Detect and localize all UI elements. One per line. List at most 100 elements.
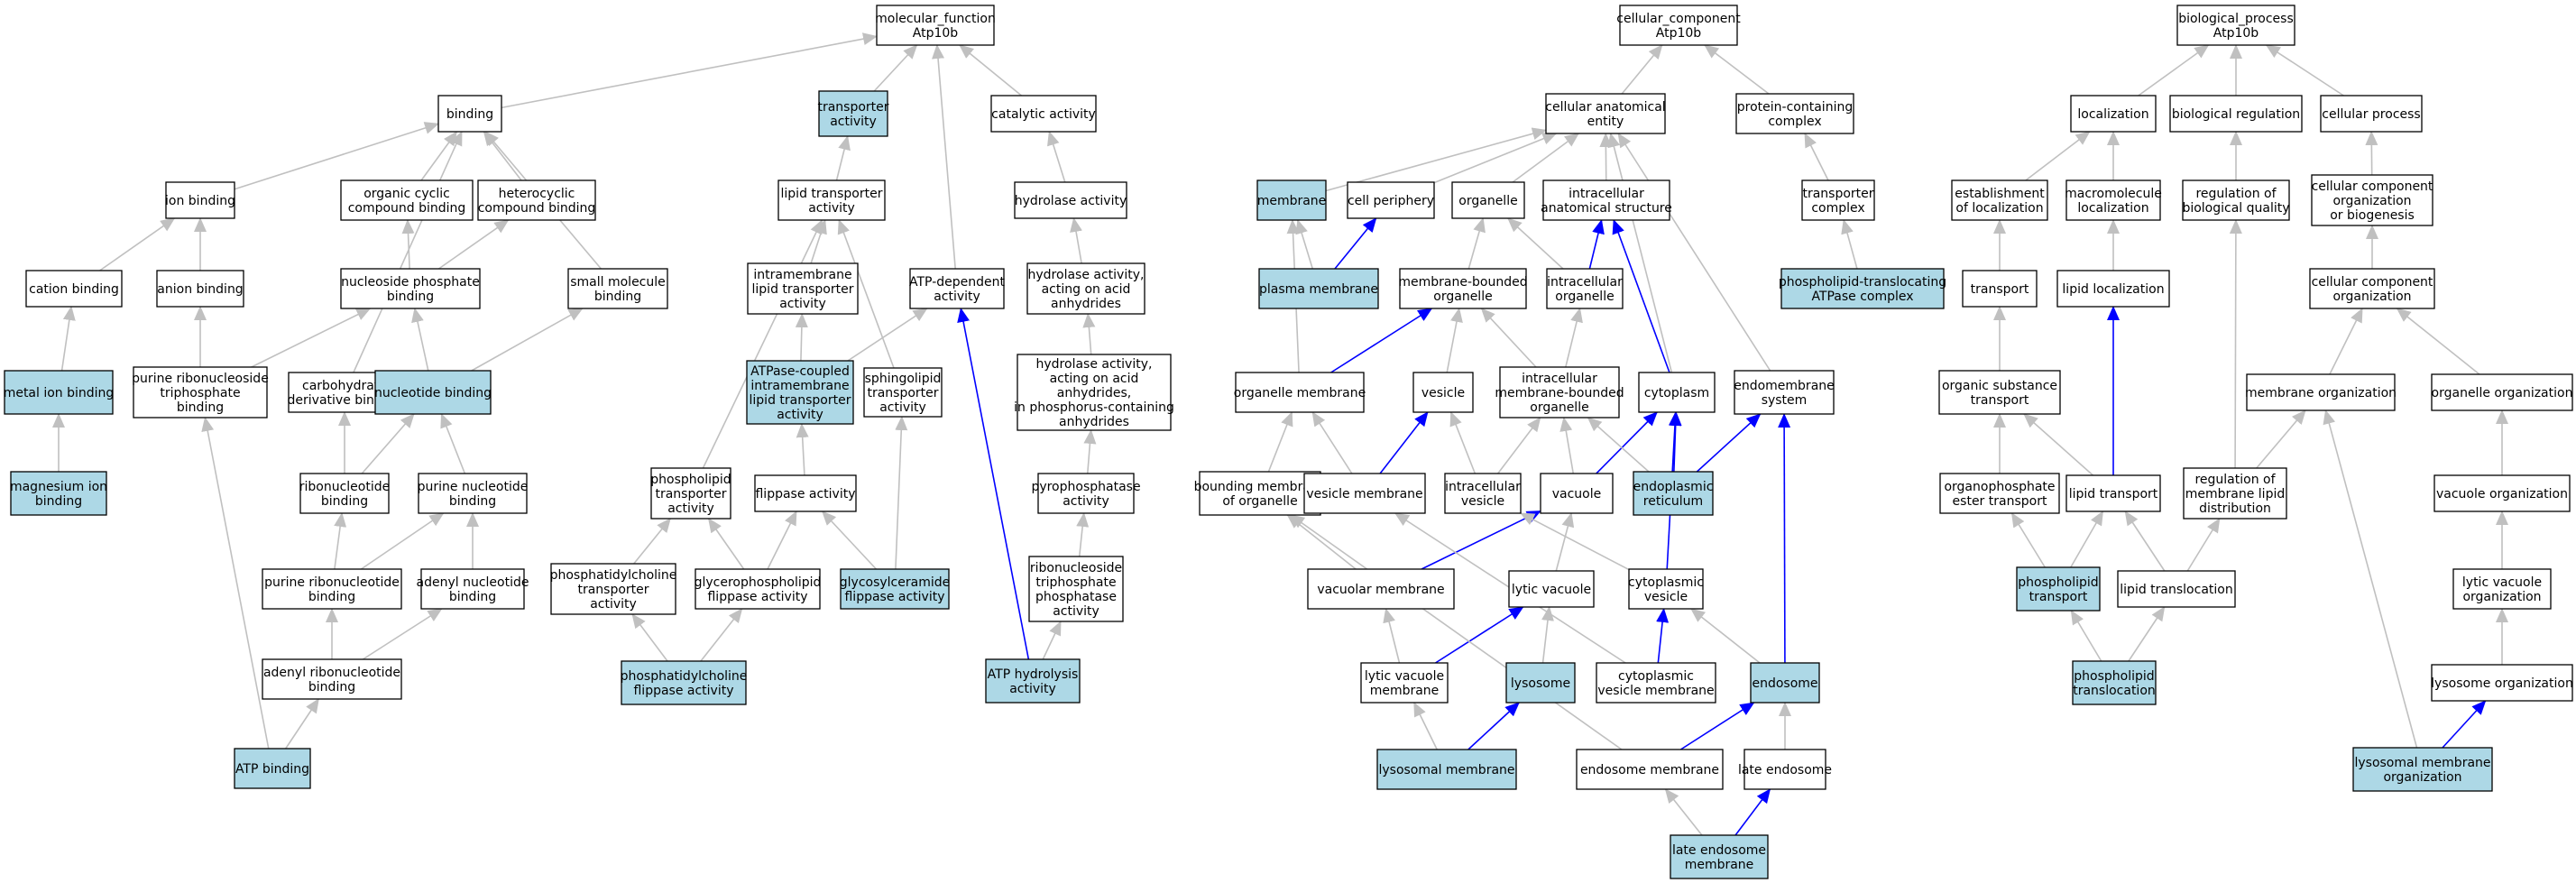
- node-label: transport: [2029, 590, 2088, 604]
- node-label: vesicle membrane: [1306, 487, 1422, 501]
- node-lysosome: lysosome: [1505, 662, 1576, 704]
- edge-vacuole-to-cytoplasm: [1596, 411, 1658, 474]
- node-label: establishment: [1955, 187, 2045, 201]
- node-label: activity: [1053, 604, 1099, 619]
- node-lysosomal-membrane: lysosomal membrane: [1376, 749, 1517, 790]
- edge-cvm-to-cytoplasmic-vesicle: [1656, 608, 1670, 664]
- node-box: [1026, 262, 1145, 315]
- edge-phospholipid-ta-to-lipid-transporter: [702, 219, 823, 469]
- edge-vacuole-to-imbo: [1559, 417, 1575, 474]
- node-box: [2182, 179, 2290, 221]
- edge-transporter-activity-to-mf: [873, 44, 918, 92]
- node-label: binding: [35, 494, 82, 509]
- node-box: [1303, 473, 1426, 514]
- node-box: [2065, 474, 2161, 512]
- edge-plasma-membrane-to-membrane: [1295, 219, 1314, 270]
- node-metal-ion: metal ion binding: [4, 370, 114, 415]
- node-box: [1962, 270, 2038, 308]
- node-label: lysosome: [1511, 676, 1570, 691]
- node-label: cation binding: [29, 282, 119, 297]
- edge-purine-ribonucleotide-to-ribonucleotide: [334, 512, 347, 570]
- node-label: transporter: [817, 100, 888, 115]
- node-hydrolase-phos: hydrolase activity,acting on acidanhydri…: [1014, 354, 1174, 431]
- node-label: organization: [2462, 590, 2541, 604]
- node-ion-binding: ion binding: [165, 181, 235, 219]
- node-box: [1670, 834, 1769, 879]
- node-flippase: flippase activity: [754, 474, 857, 512]
- node-label: triphosphate: [160, 386, 240, 400]
- node-label: vacuole: [1552, 487, 1602, 501]
- node-label: late endosome: [1672, 843, 1766, 858]
- node-box: [1951, 179, 2048, 221]
- node-box: [1444, 473, 1522, 514]
- node-box: [1505, 662, 1576, 704]
- node-label: binding: [449, 590, 496, 604]
- node-label: compound binding: [348, 201, 466, 216]
- node-label: hydrolase activity: [1015, 194, 1127, 208]
- edge-adenyl-ribonucleotide-to-adenyl-nucleotide: [362, 608, 443, 660]
- node-box: [340, 179, 474, 221]
- node-box: [1596, 662, 1716, 704]
- node-label: magnesium ion: [10, 480, 107, 494]
- node-box: [1546, 268, 1624, 309]
- node-box: [1360, 662, 1449, 704]
- edge-organelle-organization-to-cco: [2396, 308, 2480, 375]
- node-label: membrane: [1370, 684, 1440, 698]
- node-box: [621, 660, 747, 705]
- node-label: protein-containing: [1737, 100, 1853, 115]
- node-label: lytic vacuole: [2462, 575, 2542, 590]
- node-box: [1256, 179, 1327, 221]
- node-box: [165, 181, 235, 219]
- edge-ias-to-cae: [1599, 133, 1613, 181]
- edge-intracellular-vesicle-to-imbo: [1497, 417, 1541, 474]
- node-label: activity: [934, 290, 980, 304]
- node-box: [156, 270, 244, 308]
- node-label: transporter: [867, 386, 938, 400]
- node-label: macromolecule: [2065, 187, 2162, 201]
- node-label: transport: [1971, 393, 2029, 408]
- node-label: adenyl ribonucleotide: [263, 666, 400, 680]
- node-label: lytic vacuole: [1512, 583, 1591, 597]
- node-box: [477, 179, 596, 221]
- edge-vacuolar-membrane-to-vacuole: [1421, 510, 1541, 570]
- node-box: [2431, 373, 2573, 411]
- node-box: [840, 568, 950, 610]
- node-box: [1545, 93, 1666, 134]
- node-label: cellular component: [2312, 179, 2433, 194]
- node-label: ATPase-coupled: [750, 364, 850, 379]
- node-label: adenyl nucleotide: [417, 575, 529, 590]
- node-box: [863, 367, 943, 418]
- node-box: [1347, 181, 1435, 219]
- edge-nucleotide-binding-to-small-molecule: [471, 308, 584, 372]
- node-box: [1780, 268, 1945, 309]
- node-label: anhydrides,: [1057, 386, 1131, 400]
- node-label: heterocyclic: [499, 187, 575, 201]
- node-box: [550, 563, 676, 615]
- node-label: bounding membrane: [1194, 480, 1327, 494]
- node-box: [1576, 749, 1724, 790]
- node-vacuole-organization: vacuole organization: [2433, 474, 2571, 512]
- node-box: [418, 473, 528, 514]
- node-label: carbohydrate: [302, 379, 387, 393]
- edge-purine-rntp-to-nucleoside-phosphate: [251, 308, 372, 368]
- node-label: lysosome organization: [2431, 676, 2573, 691]
- edge-est-localization-to-localization: [2025, 131, 2091, 181]
- node-box: [1542, 179, 1670, 221]
- node-box: [2183, 467, 2287, 520]
- node-label: organization: [2332, 290, 2411, 304]
- node-box: [1619, 5, 1738, 46]
- node-label: organelle membrane: [1234, 386, 1366, 400]
- edge-endosome-membrane-to-endosome: [1679, 702, 1755, 750]
- node-label: anhydrides: [1051, 297, 1121, 311]
- node-box: [1508, 570, 1595, 608]
- node-label: organization: [2383, 770, 2461, 785]
- node-label: organelle: [1458, 194, 1517, 208]
